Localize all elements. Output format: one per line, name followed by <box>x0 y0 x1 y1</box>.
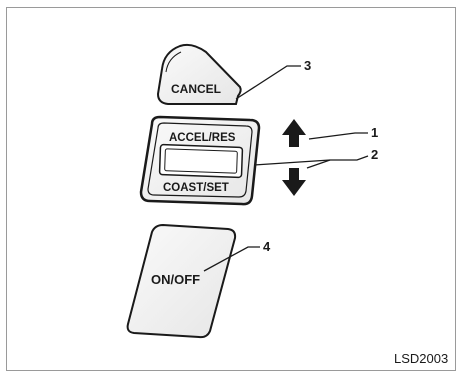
callout-leaders <box>203 65 369 272</box>
figure-code: LSD2003 <box>394 351 448 366</box>
coast-set-button[interactable]: COAST/SET <box>163 182 229 194</box>
cancel-button[interactable]: CANCEL <box>156 43 242 105</box>
callout-3: 3 <box>304 58 311 73</box>
on-off-button[interactable]: ON/OFF <box>126 223 237 339</box>
arrow-down-icon <box>282 168 306 196</box>
leader-3 <box>235 65 301 100</box>
leader-2 <box>253 155 369 166</box>
callout-1: 1 <box>371 125 378 140</box>
cancel-label: CANCEL <box>171 82 221 96</box>
leader-2-arrow <box>306 159 331 169</box>
callout-4: 4 <box>263 239 271 254</box>
callout-2: 2 <box>371 147 378 162</box>
accel-coast-rocker <box>139 115 261 206</box>
arrow-up-icon <box>282 119 306 147</box>
leader-4 <box>203 246 260 272</box>
on-off-label: ON/OFF <box>151 272 200 287</box>
leader-1 <box>308 132 368 140</box>
accel-res-button[interactable]: ACCEL/RES <box>169 132 236 144</box>
